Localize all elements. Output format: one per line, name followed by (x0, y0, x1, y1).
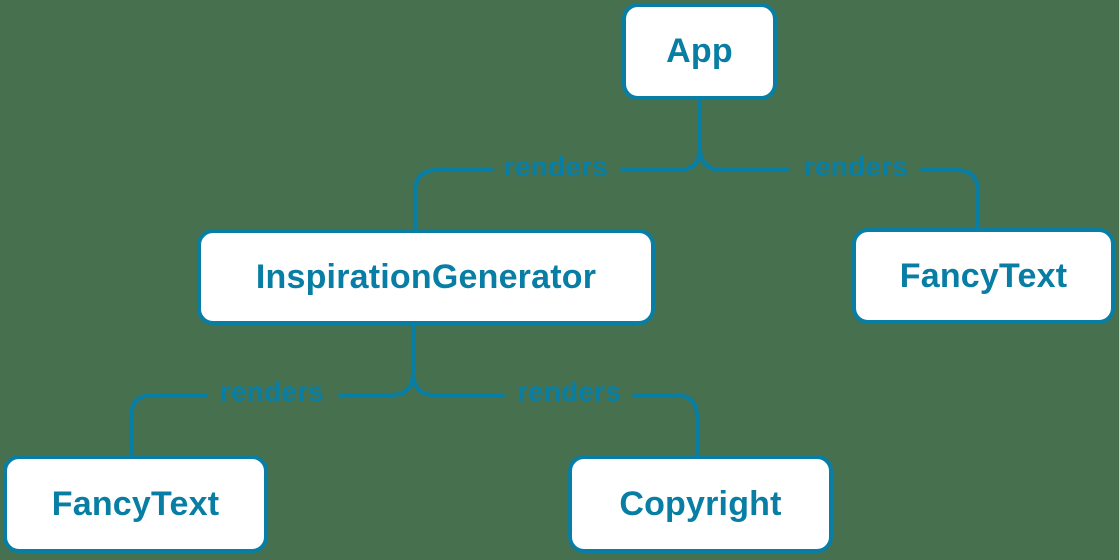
node-copyright: Copyright (568, 455, 833, 553)
edge-app-fancytext-segment-right (920, 168, 980, 230)
node-fancy-text-top-label: FancyText (899, 256, 1068, 295)
node-app: App (622, 3, 777, 100)
node-inspiration-generator-label: InspirationGenerator (255, 257, 597, 296)
node-app-label: App (666, 32, 733, 70)
edge-inspirationgenerator-copyright-segment-right (632, 393, 699, 457)
edge-label-app-inspirationgenerator: renders (503, 151, 609, 182)
edge-app-inspirationgenerator-segment-left (413, 168, 494, 231)
node-fancy-text-top: FancyText (852, 228, 1115, 324)
edge-inspirationgenerator-copyright-segment-left (411, 323, 505, 397)
edge-label-inspirationgenerator-fancytext: renders (219, 376, 325, 407)
edge-label-inspirationgenerator-copyright: renders (516, 376, 622, 407)
edge-inspirationgenerator-fancytext-segment-right (338, 323, 415, 397)
node-fancy-text-bottom: FancyText (3, 455, 268, 553)
edge-app-fancytext-segment-left (698, 98, 790, 172)
node-fancy-text-bottom-label: FancyText (51, 484, 220, 523)
edge-label-app-fancytext: renders (803, 151, 909, 182)
node-inspiration-generator: InspirationGenerator (197, 229, 655, 325)
edge-inspirationgenerator-fancytext-segment-left (129, 393, 208, 457)
edge-app-inspirationgenerator-segment-right (620, 98, 702, 172)
node-copyright-label: Copyright (619, 484, 782, 523)
